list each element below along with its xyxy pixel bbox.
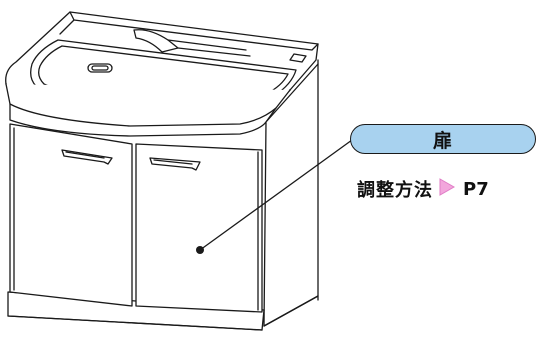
door-right (135, 143, 263, 313)
door-left (9, 123, 133, 307)
adjustment-reference: 調整方法 P7 (357, 176, 489, 202)
door-label-pill: 扉 (350, 124, 536, 154)
door-label: 扉 (432, 129, 453, 152)
apron (5, 83, 291, 137)
leader-line (199, 139, 353, 251)
page-reference[interactable]: P7 (463, 178, 489, 200)
marker-dot (196, 246, 204, 254)
adjustment-method-text: 調整方法 (357, 180, 433, 201)
triangle-right-icon (439, 178, 456, 200)
cabinet-body (7, 59, 319, 331)
